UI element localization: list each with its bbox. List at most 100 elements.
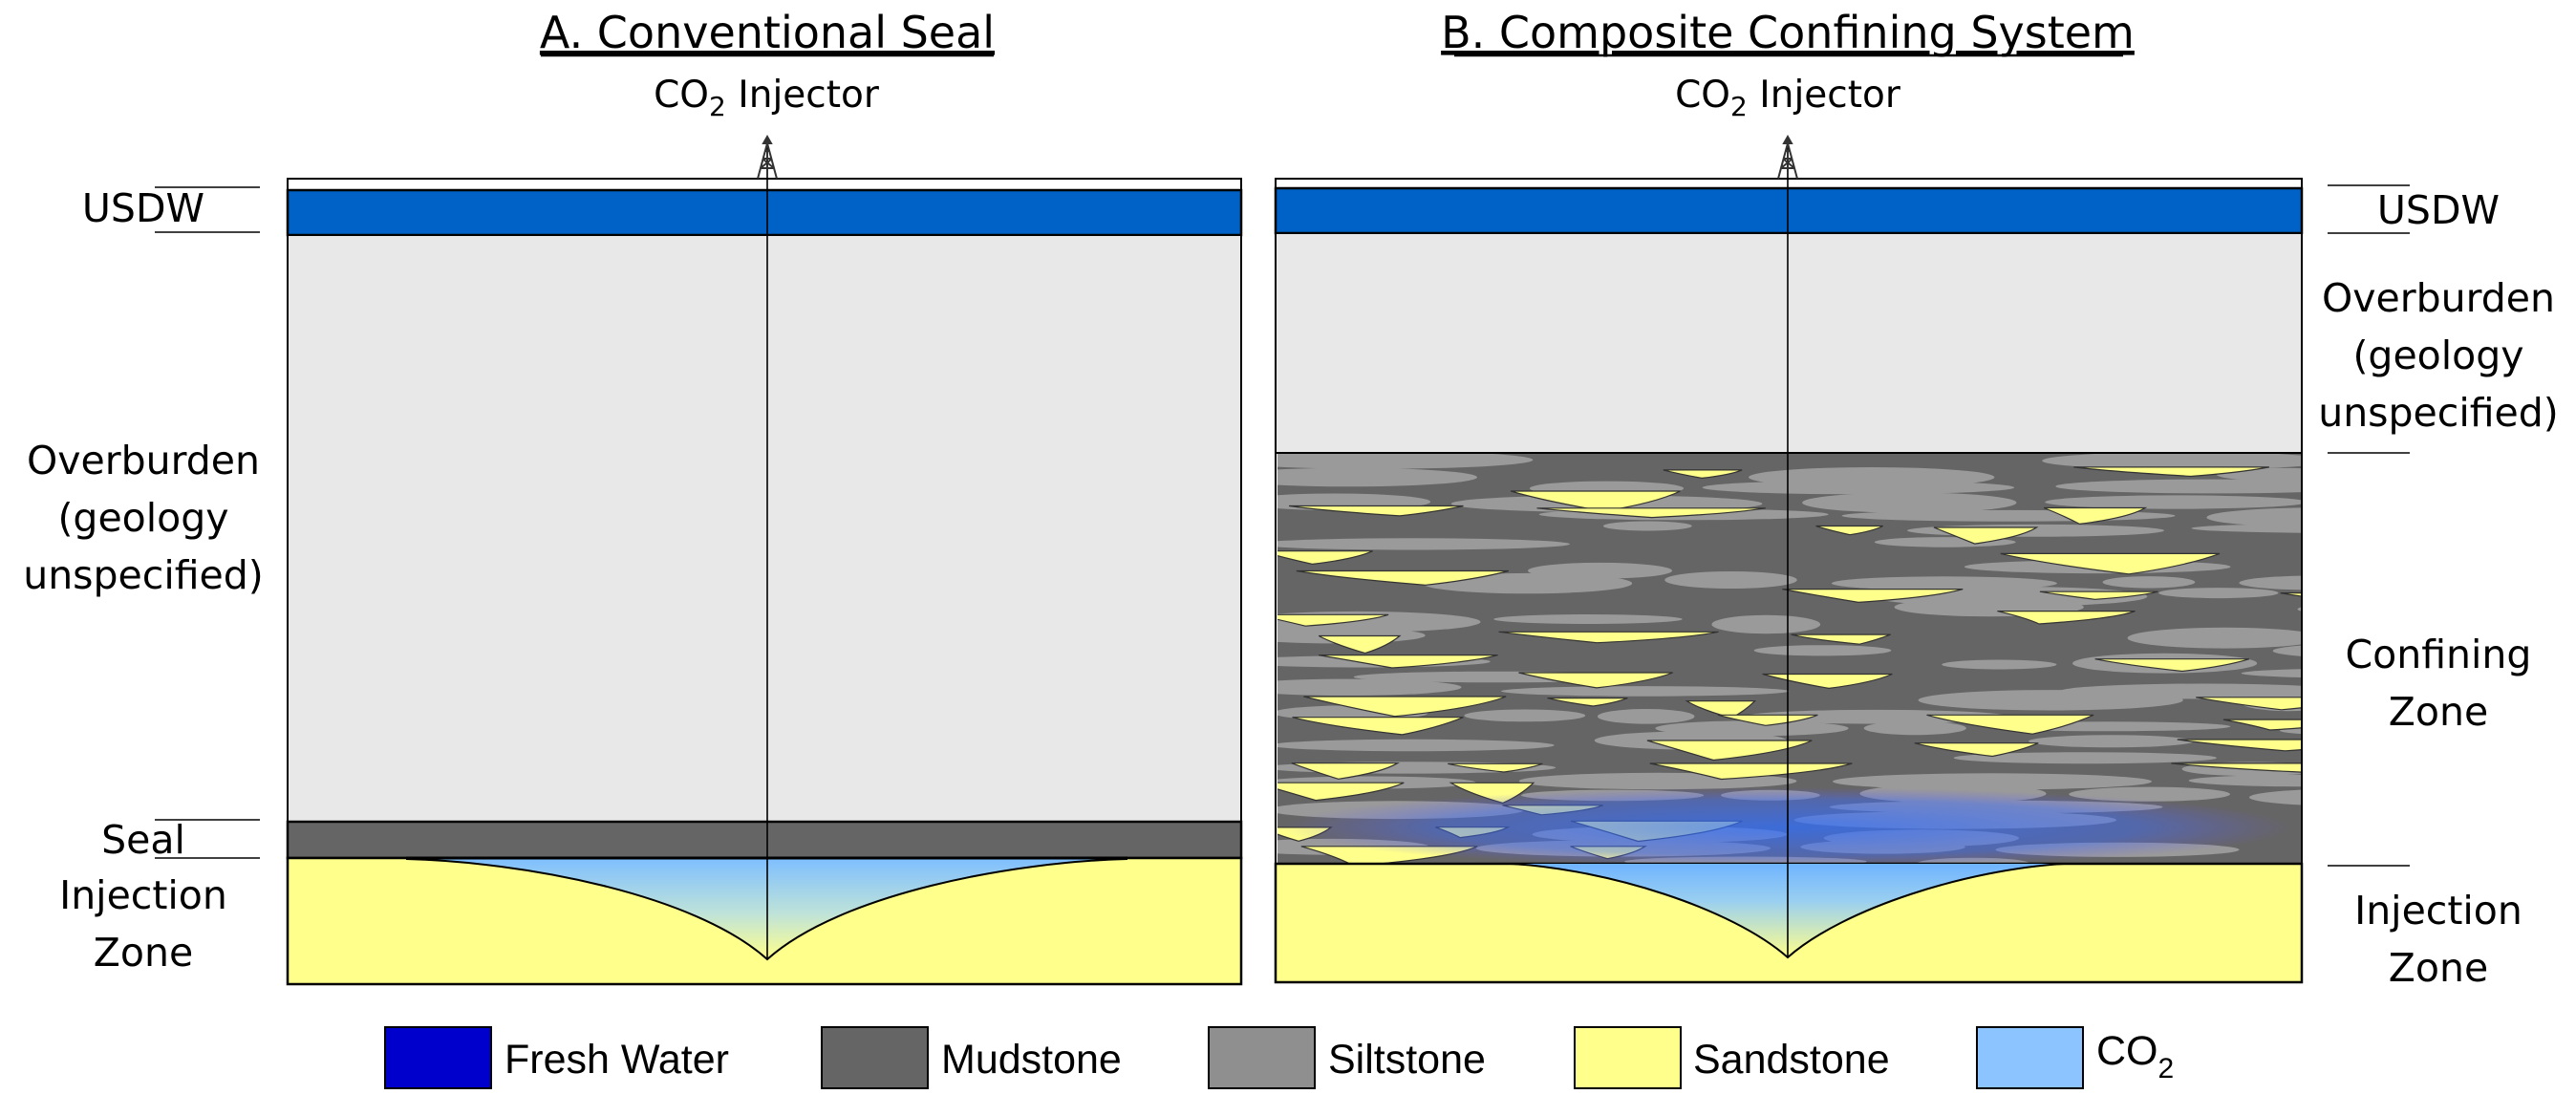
siltstone-lens	[1711, 614, 1821, 634]
siltstone-lens	[1953, 752, 2217, 764]
siltstone-lens	[1277, 538, 1570, 550]
sandstone-lens	[1277, 613, 1389, 627]
legend-item-co2: CO2	[1976, 1026, 2174, 1089]
legend-swatch-sandstone	[1574, 1026, 1682, 1089]
sandstone-lens	[2073, 466, 2270, 478]
panel-b-surface	[1275, 178, 2303, 189]
panel-b-title: B. Composite Confining System	[1441, 7, 2135, 58]
siltstone-lens	[2206, 507, 2302, 527]
panel-b-confining-zone	[1277, 453, 2302, 864]
panel-a-injection-label-2: Zone	[94, 930, 193, 976]
siltstone-lens	[2188, 774, 2302, 787]
panel-b-derrick-icon	[1777, 134, 1798, 180]
sandstone-lens	[1791, 633, 1891, 645]
panel-a-overburden-layer	[287, 234, 1242, 823]
panel-b-injection-label-1: Injection	[2354, 888, 2522, 934]
sandstone-lens	[2039, 590, 2158, 600]
sandstone-lens	[1296, 569, 1510, 586]
sandstone-lens	[1717, 714, 1818, 726]
panel-b-usdw-layer	[1274, 186, 2304, 235]
sandstone-lens	[1448, 762, 1543, 773]
panel-b-labels: USDW Overburden (geology unspecified) Co…	[2318, 184, 2559, 991]
panel-a-usdw-layer	[286, 188, 1243, 237]
siltstone-lens	[2297, 607, 2302, 612]
panel-a-injection-label-1: Injection	[59, 872, 227, 918]
siltstone-lens	[2272, 645, 2302, 656]
sandstone-lens	[1536, 507, 1766, 519]
legend-label-mudstone: Mudstone	[941, 1037, 1122, 1083]
sandstone-lens	[1926, 714, 2094, 735]
panel-a-injector-label: CO2 Injector	[654, 74, 880, 122]
sandstone-lens	[1646, 740, 1813, 762]
siltstone-lens	[1664, 571, 1797, 589]
sandstone-lens	[1815, 525, 1883, 536]
panel-a-usdw-label: USDW	[82, 185, 204, 231]
panel-a-derrick-icon	[757, 134, 778, 180]
sandstone-lens	[1291, 762, 1400, 780]
sandstone-lens	[1518, 672, 1673, 689]
legend-item-fresh-water: Fresh Water	[384, 1026, 729, 1089]
legend-swatch-siltstone	[1208, 1026, 1316, 1089]
siltstone-lens	[1277, 678, 1462, 696]
panel-a-labels: USDW Overburden (geology unspecified) Se…	[23, 185, 264, 976]
sandstone-lens	[1663, 469, 1743, 480]
panel-a-seal-label: Seal	[101, 817, 185, 863]
panel-b: B. Composite Confining System CO2 Inject…	[1274, 7, 2559, 991]
siltstone-lens	[1942, 659, 2057, 670]
sandstone-lens	[1277, 782, 1405, 802]
panel-b-overburden-label-1: Overburden	[2322, 275, 2555, 321]
siltstone-lens	[1753, 645, 1892, 656]
panel-a-overburden-label-2: (geology	[57, 495, 228, 541]
panel-b-overburden-layer	[1275, 232, 2303, 454]
sandstone-lens	[2222, 719, 2302, 731]
siltstone-lens	[2191, 524, 2302, 533]
panel-b-overburden-label-3: unspecified)	[2318, 390, 2559, 436]
legend-item-mudstone: Mudstone	[821, 1026, 1122, 1089]
siltstone-lens	[2029, 735, 2194, 748]
sandstone-lens	[2171, 762, 2302, 773]
siltstone-lens	[1863, 721, 1966, 736]
sandstone-lens	[2196, 697, 2302, 711]
legend-label-co2: CO2	[2096, 1028, 2174, 1084]
sandstone-lens	[2177, 739, 2302, 752]
panel-a-surface	[287, 178, 1242, 191]
legend-label-siltstone: Siltstone	[1328, 1037, 1486, 1083]
sandstone-lens	[1933, 526, 2039, 545]
legend-swatch-fresh-water	[384, 1026, 492, 1089]
siltstone-lens	[2045, 495, 2302, 509]
legend-item-sandstone: Sandstone	[1574, 1026, 1890, 1089]
siltstone-lens	[1597, 709, 1695, 724]
siltstone-lens	[1501, 686, 1790, 697]
siltstone-lens	[1742, 709, 2010, 724]
siltstone-lens	[2102, 576, 2196, 589]
sandstone-lens	[1762, 673, 1893, 690]
siltstone-lens	[1802, 492, 2017, 513]
legend-item-siltstone: Siltstone	[1208, 1026, 1486, 1089]
legend-swatch-mudstone	[821, 1026, 929, 1089]
siltstone-lens	[1493, 614, 1683, 624]
legend: Fresh Water Mudstone Siltstone Sandstone…	[384, 1026, 2174, 1089]
panel-b-confining-label-1: Confining	[2346, 632, 2532, 677]
panel-a: A. Conventional Seal CO2 Injector USDW O…	[23, 7, 1243, 986]
siltstone-lens	[1277, 453, 1534, 469]
siltstone-lens	[2241, 669, 2302, 678]
sandstone-lens	[1303, 696, 1507, 718]
sandstone-lens	[1277, 550, 1373, 566]
sandstone-lens	[1547, 698, 1628, 707]
sandstone-lens	[1498, 631, 1719, 644]
sandstone-lens	[1318, 634, 1402, 655]
sandstone-lens	[2000, 552, 2221, 575]
panel-a-seal-layer	[286, 820, 1243, 860]
siltstone-lens	[2158, 588, 2279, 599]
legend-swatch-co2	[1976, 1026, 2084, 1089]
siltstone-lens	[2127, 627, 2302, 649]
siltstone-lens	[1277, 739, 1555, 752]
sandstone-lens	[1292, 717, 1464, 736]
sandstone-lens	[1782, 589, 1964, 604]
panel-a-overburden-label-1: Overburden	[27, 438, 260, 483]
panel-b-injection-label-2: Zone	[2389, 945, 2488, 991]
siltstone-lens	[2055, 479, 2302, 494]
siltstone-lens	[2042, 453, 2302, 470]
siltstone-lens	[1602, 521, 1692, 531]
